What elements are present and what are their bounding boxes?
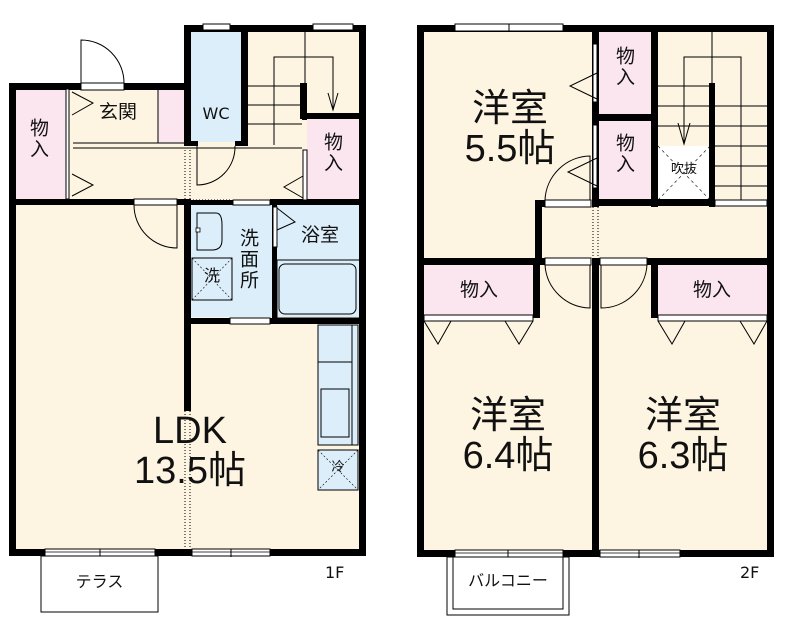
room-label-closet-upper: 物入 <box>612 46 635 88</box>
room-label-western-2: 洋室 6.4帖 <box>448 395 568 477</box>
floor-1f <box>9 23 366 613</box>
room-label-storage-left: 物入 <box>26 118 49 160</box>
floor-label-1f: 1F <box>325 563 345 582</box>
western-2-size: 6.4帖 <box>462 434 554 477</box>
western-3-name: 洋室 <box>644 395 721 437</box>
room-label-toilet: WC <box>202 104 230 123</box>
void-label: 吹抜 <box>670 162 697 177</box>
room-label-storage-right: 物入 <box>320 132 343 174</box>
western-1-size: 5.5帖 <box>464 127 556 170</box>
ldk-size: 13.5帖 <box>134 449 246 492</box>
western-2-name: 洋室 <box>469 395 546 437</box>
room-label-closet-room2: 物入 <box>459 279 498 301</box>
room-label-washroom: 洗面所 <box>236 228 259 291</box>
floor-label-2f: 2F <box>740 563 760 582</box>
room-label-closet-lower: 物入 <box>612 133 635 175</box>
room-label-entrance: 玄関 <box>98 101 137 123</box>
western-1-name: 洋室 <box>471 88 548 130</box>
room-label-bathroom: 浴室 <box>300 224 339 246</box>
room-label-ldk: LDK 13.5帖 <box>125 410 255 492</box>
western-3-size: 6.3帖 <box>637 434 729 477</box>
balcony-label: バルコニー <box>468 571 548 590</box>
washer-label: 洗 <box>203 266 220 285</box>
room-label-closet-room3: 物入 <box>692 279 731 301</box>
terrace-label: テラス <box>75 572 124 591</box>
room-label-western-3: 洋室 6.3帖 <box>623 395 743 477</box>
floor-2f <box>417 23 774 616</box>
room-label-western-1: 洋室 5.5帖 <box>450 88 570 170</box>
fridge-label: 冷 <box>331 460 345 475</box>
ldk-name: LDK <box>153 410 227 452</box>
